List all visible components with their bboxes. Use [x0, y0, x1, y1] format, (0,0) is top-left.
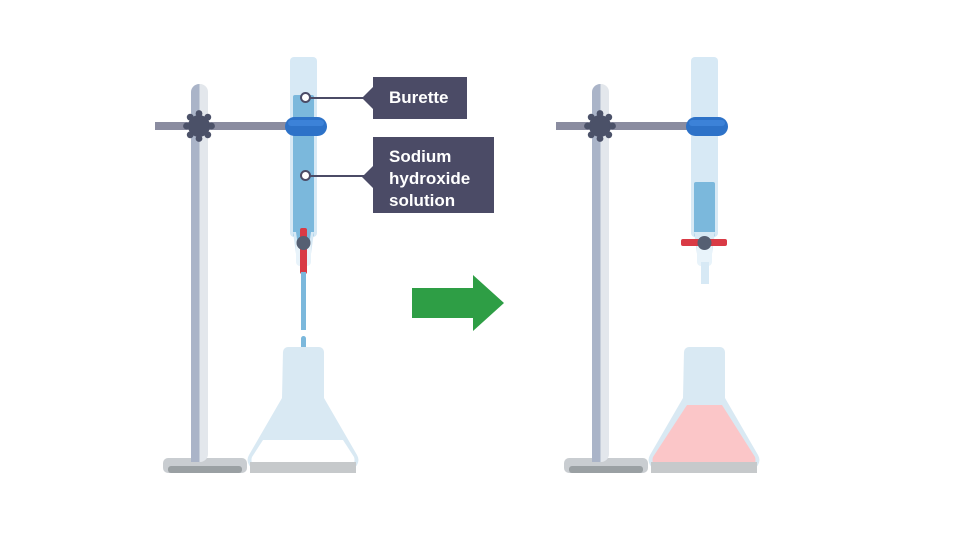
- stand-bar-left: [155, 122, 320, 130]
- stand-base-right: [564, 458, 648, 473]
- scene-before: [155, 57, 359, 473]
- callout-label-sodium-hydroxide: Sodium hydroxide solution: [362, 137, 494, 213]
- flask-left: [247, 347, 359, 471]
- callout-burette-text: Burette: [389, 88, 449, 107]
- callout-dot-sodium-hydroxide: [300, 170, 311, 181]
- flask-mat-left: [250, 462, 356, 473]
- stopcock-left[interactable]: [296, 228, 311, 274]
- callout-naoh-line-3: solution: [389, 191, 456, 210]
- stand-bar-right: [556, 122, 721, 130]
- stand-knob-right: [584, 110, 616, 142]
- callout-line-sodium-hydroxide: [308, 175, 374, 177]
- callout-line-burette: [308, 97, 374, 99]
- flask-liquid-right: [652, 405, 756, 469]
- stopcock-right[interactable]: [681, 236, 727, 250]
- flask-liquid-left: [251, 440, 355, 469]
- burette-liquid-left: [293, 95, 314, 237]
- liquid-drop: [301, 336, 306, 350]
- scene-after: [556, 57, 760, 473]
- stand-pole-left: [191, 83, 208, 462]
- stand-base-left: [163, 458, 247, 473]
- burette-clamp-left[interactable]: [285, 117, 327, 136]
- progression-arrow: [412, 275, 504, 331]
- callout-label-burette: Burette: [362, 77, 467, 119]
- stand-pole-right: [592, 83, 609, 462]
- flask-right: [648, 347, 760, 471]
- liquid-stream: [301, 272, 306, 330]
- callout-naoh-line-2: hydroxide: [389, 169, 471, 188]
- callout-dot-burette: [300, 92, 311, 103]
- flask-mat-right: [651, 462, 757, 473]
- burette-liquid-right: [694, 182, 715, 237]
- stand-knob-left: [183, 110, 215, 142]
- callout-naoh-line-1: Sodium: [389, 147, 452, 166]
- burette-clamp-right[interactable]: [686, 117, 728, 136]
